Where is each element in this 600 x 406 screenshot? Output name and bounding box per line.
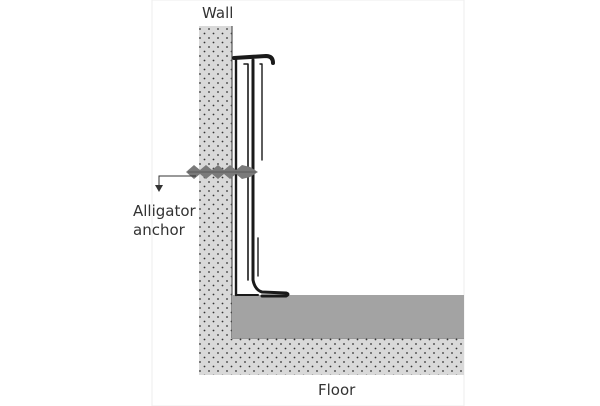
floor-covering <box>232 295 464 338</box>
anchor-label: Alligator anchor <box>133 202 203 240</box>
wall-section <box>199 26 233 340</box>
anchor-leader-arrow <box>155 175 196 192</box>
floor-slab <box>199 337 464 375</box>
floor-label: Floor <box>318 381 356 399</box>
diagram-frame <box>151 0 465 406</box>
skirting-profile <box>232 54 290 298</box>
alligator-anchor <box>186 165 258 179</box>
anchor-label-line1: Alligator <box>133 202 196 220</box>
wall-label: Wall <box>202 4 234 22</box>
anchor-label-line2: anchor <box>133 221 185 239</box>
